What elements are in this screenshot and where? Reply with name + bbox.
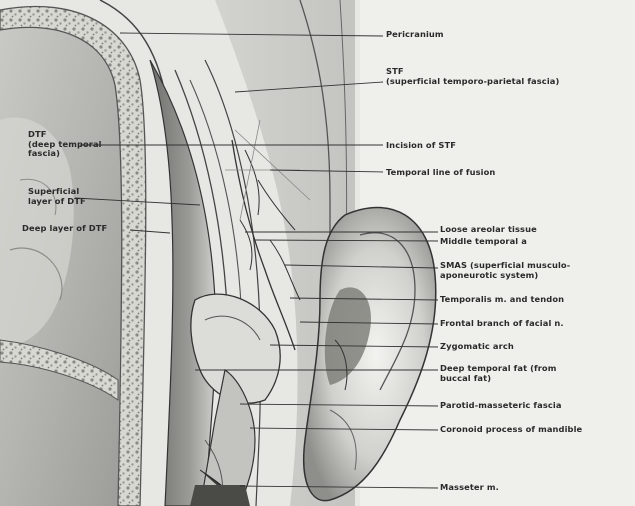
label-frontal-branch: Frontal branch of facial n. [440,319,564,329]
label-loose-areolar-tissue: Loose areolar tissue [440,225,537,235]
label-masseter: Masseter m. [440,483,499,493]
label-temporalis: Temporalis m. and tendon [440,295,564,305]
label-dtf: DTF (deep temporal fascia) [28,130,102,159]
label-pericranium: Pericranium [386,30,444,40]
label-deep-layer-dtf: Deep layer of DTF [22,224,107,234]
label-deep-temporal-fat: Deep temporal fat (from buccal fat) [440,364,556,383]
label-zygomatic-arch: Zygomatic arch [440,342,514,352]
label-smas: SMAS (superficial musculo- aponeurotic s… [440,261,570,280]
label-temporal-line-fusion: Temporal line of fusion [386,168,495,178]
label-coronoid: Coronoid process of mandible [440,425,582,435]
label-superficial-layer-dtf: Superficial layer of DTF [28,187,86,206]
label-incision-stf: Incision of STF [386,141,456,151]
label-stf: STF (superficial temporo-parietal fascia… [386,67,559,86]
label-middle-temporal-a: Middle temporal a [440,237,527,247]
label-parotid-masseteric: Parotid-masseteric fascia [440,401,562,411]
